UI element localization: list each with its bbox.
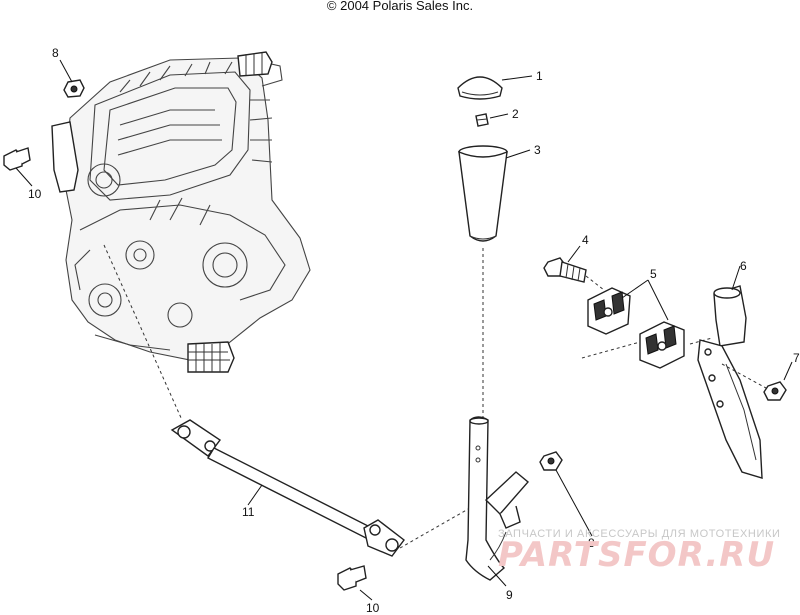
part-9-shift-lever	[465, 416, 529, 587]
part-2-set-screw	[475, 113, 509, 127]
callout-8-bottom: 8	[588, 536, 595, 550]
callout-8-top: 8	[52, 46, 59, 60]
part-5-bushings	[581, 279, 713, 369]
callout-9: 9	[506, 588, 513, 602]
shift-shaft-spline	[187, 341, 235, 373]
callout-10-left: 10	[28, 187, 42, 201]
callout-3: 3	[534, 143, 541, 157]
watermark-tagline: ЗАПЧАСТИ И АКСЕССУАРЫ ДЛЯ МОТОТЕХНИКИ	[498, 528, 780, 540]
callout-10-bottom: 10	[366, 601, 380, 615]
copyright-notice: © 2004 Polaris Sales Inc.	[326, 0, 474, 13]
engine-block	[51, 51, 311, 373]
callout-11: 11	[242, 505, 255, 519]
watermark-logo: PARTSFOR.RU	[498, 535, 775, 575]
part-10-bolt-left	[3, 147, 33, 187]
callout-5: 5	[650, 267, 657, 281]
callout-2: 2	[512, 107, 519, 121]
part-8-nut-top	[59, 59, 85, 98]
callout-6: 6	[740, 259, 747, 273]
part-11-shift-linkage	[103, 244, 471, 557]
part-1-knob-cap	[457, 75, 533, 100]
part-3-shift-knob	[458, 145, 531, 420]
callout-7: 7	[793, 351, 800, 365]
part-7-nut	[721, 361, 793, 401]
part-6-shift-bracket	[697, 265, 763, 479]
part-4-bolt	[543, 245, 605, 291]
part-10-bolt-bottom	[337, 565, 373, 601]
callout-1: 1	[536, 69, 543, 83]
callout-4: 4	[582, 233, 589, 247]
part-8-nut-bottom	[539, 451, 593, 537]
